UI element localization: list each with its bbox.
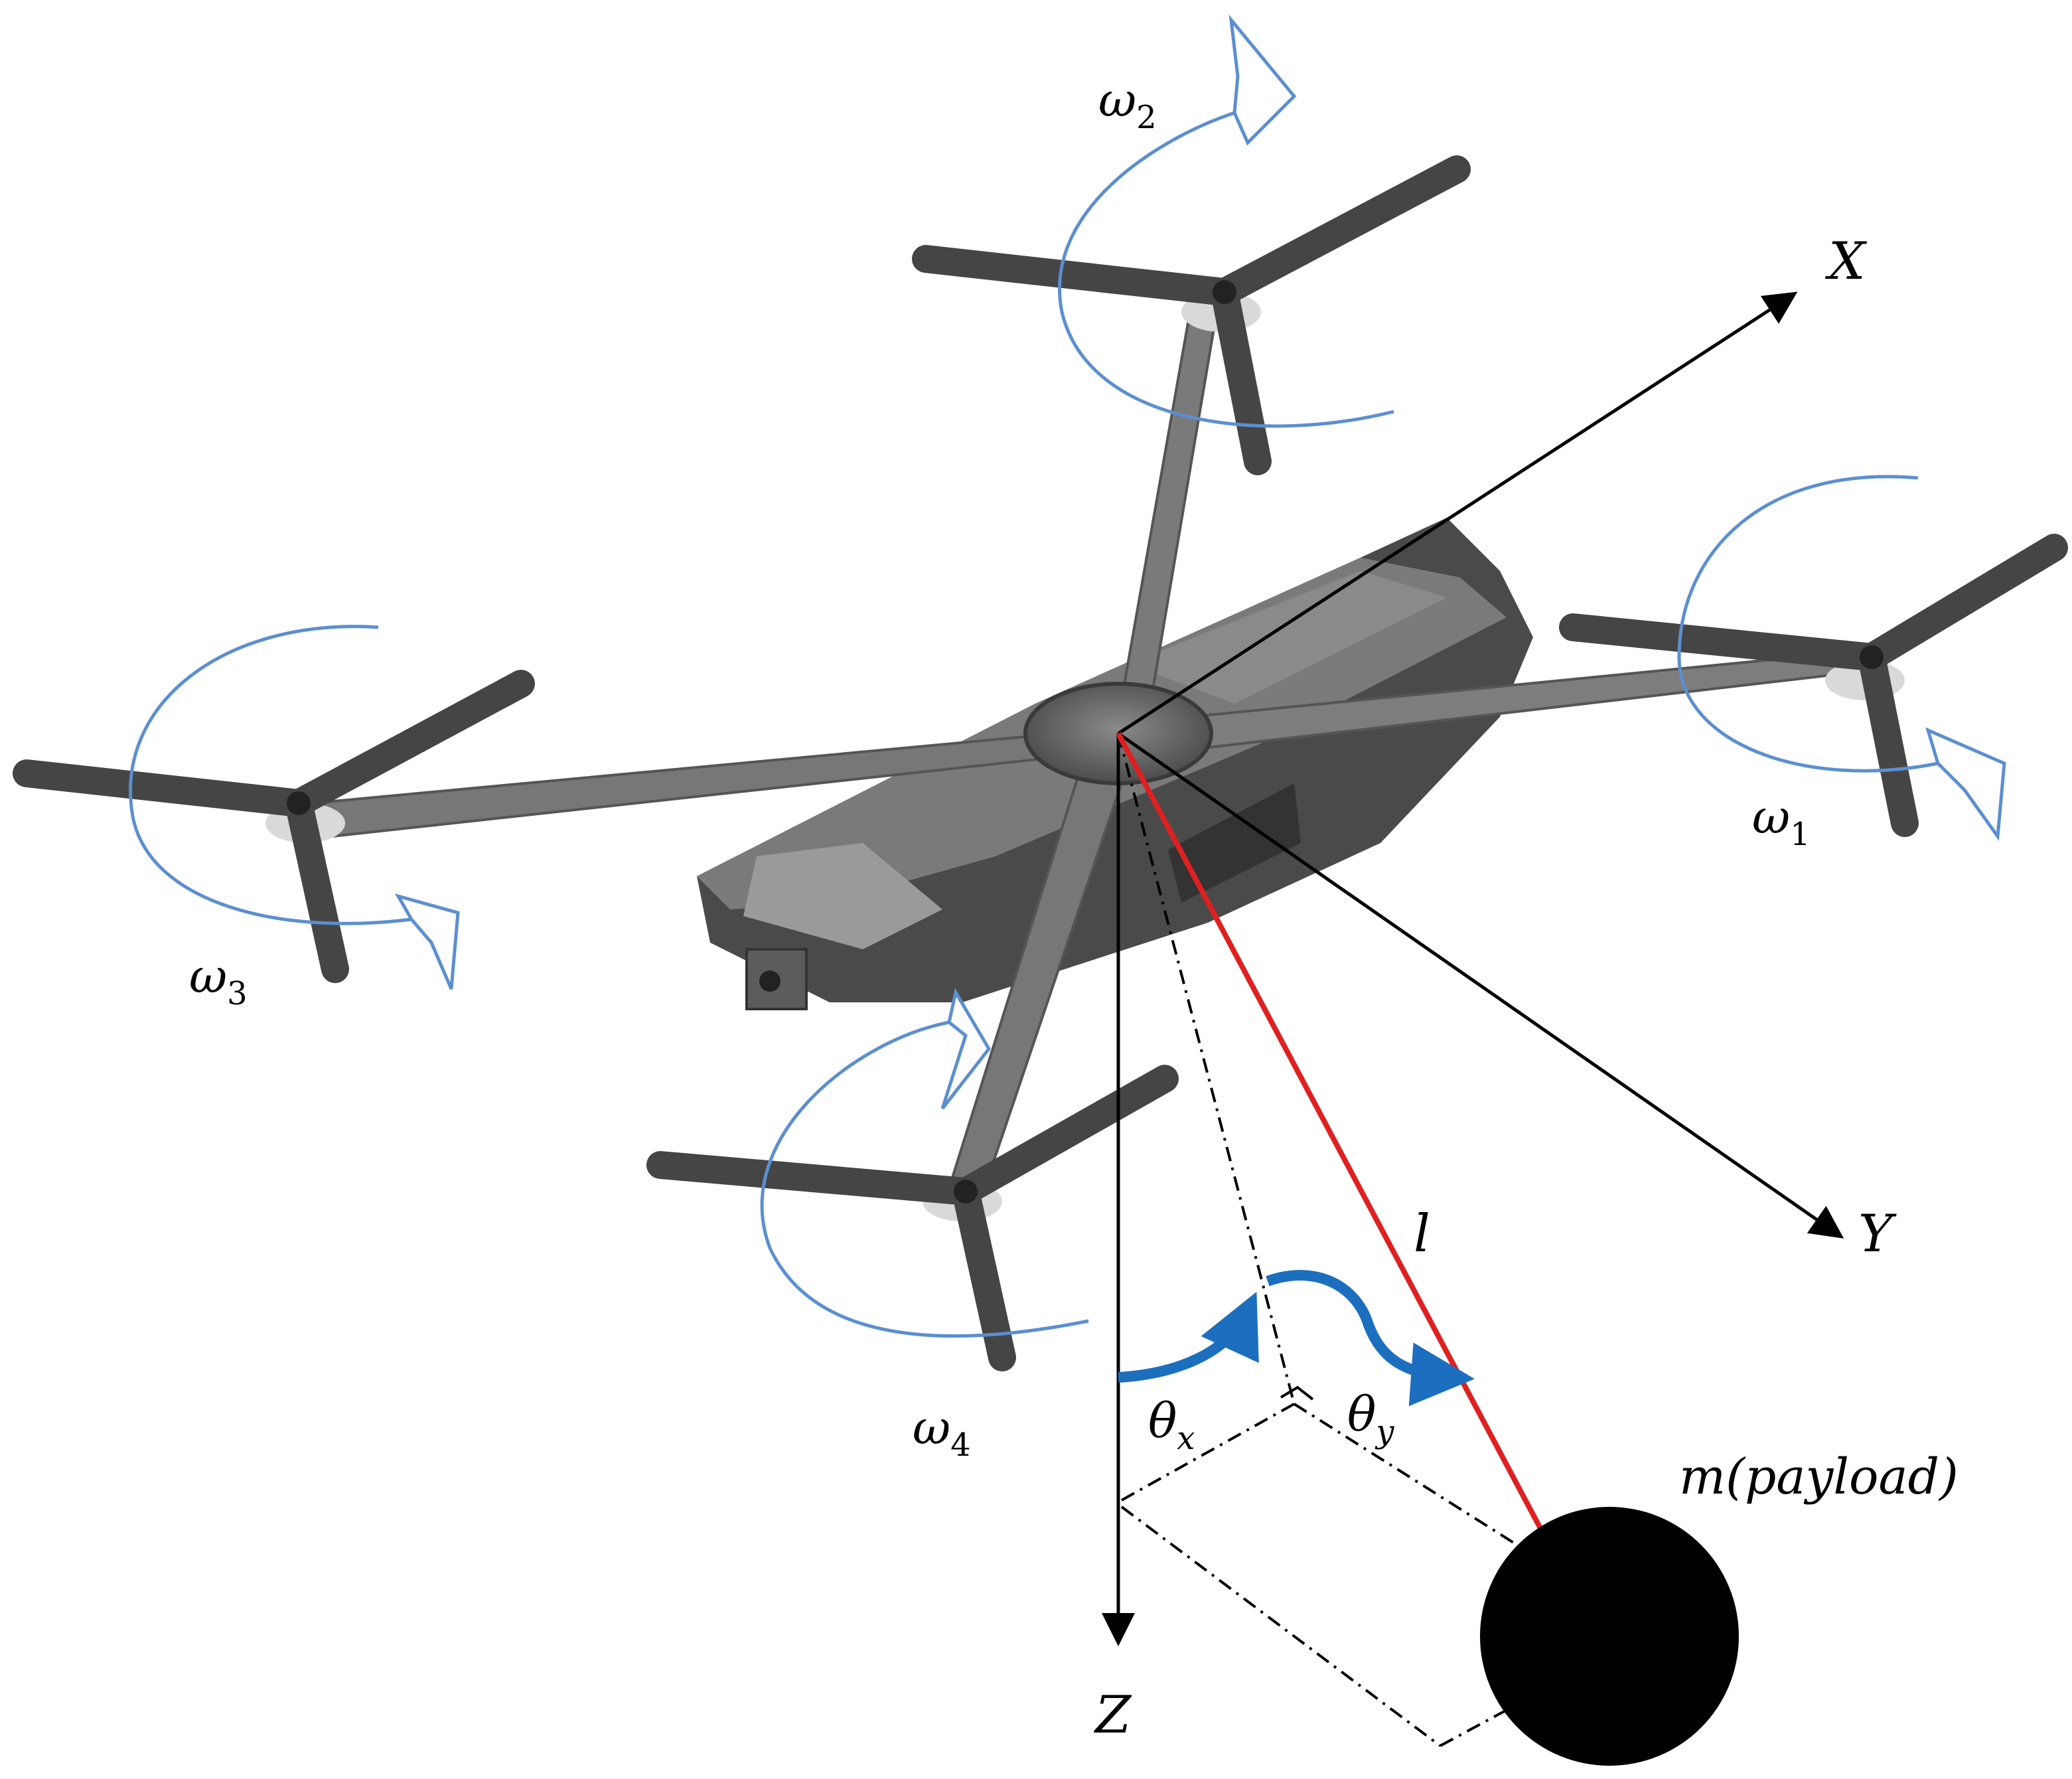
projection-lines — [1117, 733, 1527, 1747]
theta-y-label: θy — [1347, 1386, 1394, 1450]
omega-3-label: ω3 — [189, 949, 248, 1012]
rotation-arrow-4 — [760, 988, 1089, 1338]
rotation-arrow-2 — [1058, 14, 1394, 428]
axis-y-line — [1117, 732, 1844, 1239]
rotation-arrow-1 — [1677, 475, 2006, 841]
propeller-3 — [13, 670, 535, 983]
propeller-2 — [912, 155, 1471, 475]
propeller-hubs — [287, 280, 1884, 1203]
right-angle-marker — [1280, 1385, 1314, 1401]
propeller-4 — [646, 1065, 1179, 1371]
length-label: l — [1414, 1204, 1430, 1264]
theta-x-arrow — [1118, 1291, 1259, 1383]
propeller-1 — [1559, 534, 2068, 837]
theta-y-arrow — [1266, 1270, 1475, 1407]
coordinate-axes — [1102, 291, 1844, 1646]
axis-x-line — [1117, 291, 1798, 735]
axis-x-label: X — [1824, 232, 1868, 291]
omega-4-label: ω4 — [913, 1401, 971, 1464]
rotation-arrow-3 — [129, 625, 460, 990]
theta-x-label: θx — [1148, 1393, 1195, 1457]
omega-1-label: ω1 — [1752, 790, 1811, 853]
axis-y-label: Y — [1858, 1204, 1897, 1264]
drone-illustration — [13, 155, 2068, 1371]
axis-z-label: Z — [1093, 1685, 1132, 1745]
camera — [745, 948, 808, 1010]
payload-label: m(payload) — [1679, 1448, 1959, 1506]
omega-2-label: ω2 — [1098, 73, 1157, 136]
payload-mass — [1480, 1507, 1739, 1766]
